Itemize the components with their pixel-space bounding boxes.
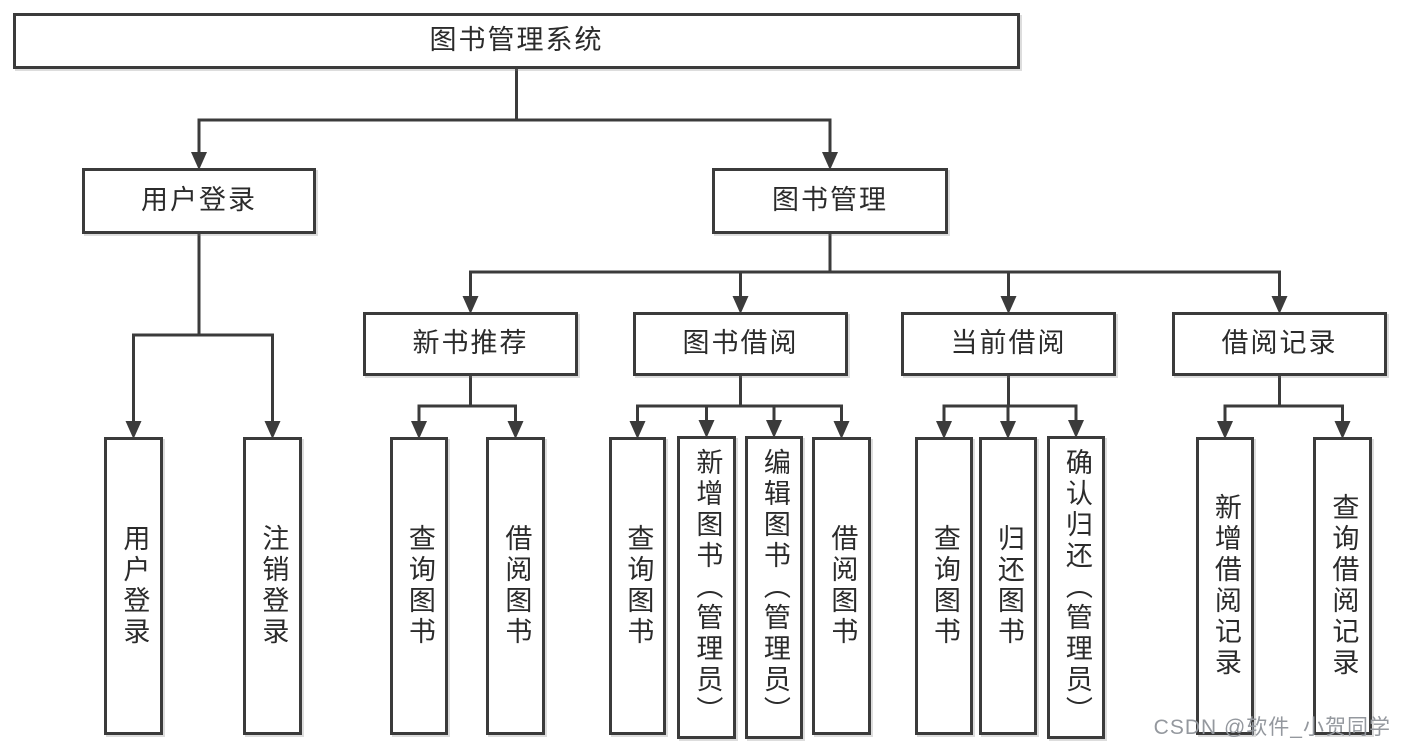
arrowhead-icon: [732, 296, 749, 314]
arrowhead-icon: [936, 421, 952, 439]
node-label-borrow-records: 借阅记录: [1221, 328, 1338, 359]
watermark: CSDN @软件_小贺同学: [1153, 716, 1391, 739]
node-label-leaf-add-borrow-record: 新增借阅记录: [1210, 493, 1241, 679]
node-label-leaf-borrow-books-borrow: 借阅图书: [827, 524, 858, 648]
arrowhead-icon: [507, 421, 524, 439]
node-label-leaf-borrow-books-recommend: 借阅图书: [501, 524, 532, 648]
node-label-book-borrow: 图书借阅: [682, 328, 799, 359]
node-label-leaf-add-books-admin: 新增图书（管理员）: [692, 448, 723, 727]
node-leaf-borrow-books-recommend: 借阅图书: [486, 437, 545, 735]
node-leaf-query-books-borrow: 查询图书: [609, 437, 666, 735]
node-leaf-edit-books-admin: 编辑图书（管理员）: [745, 436, 803, 739]
node-user-login: 用户登录: [82, 168, 316, 234]
arrowhead-icon: [1068, 420, 1084, 438]
node-label-new-book-recommend: 新书推荐: [412, 328, 529, 359]
node-label-leaf-confirm-return-admin: 确认归还（管理员）: [1061, 448, 1092, 727]
node-leaf-query-books-recommend: 查询图书: [390, 437, 448, 735]
node-root: 图书管理系统: [13, 13, 1020, 69]
node-label-user-login: 用户登录: [141, 185, 257, 216]
arrowhead-icon: [1000, 421, 1016, 439]
node-label-leaf-query-borrow-record: 查询借阅记录: [1328, 493, 1359, 679]
arrowhead-icon: [698, 420, 715, 438]
node-borrow-records: 借阅记录: [1172, 312, 1387, 376]
node-leaf-borrow-books-borrow: 借阅图书: [812, 437, 871, 735]
node-leaf-return-books: 归还图书: [979, 437, 1037, 735]
node-label-current-borrow: 当前借阅: [950, 328, 1067, 359]
node-label-leaf-query-books-borrow: 查询图书: [623, 524, 654, 648]
node-label-leaf-edit-books-admin: 编辑图书（管理员）: [759, 448, 790, 727]
arrowhead-icon: [264, 421, 281, 439]
node-leaf-query-borrow-record: 查询借阅记录: [1313, 437, 1372, 735]
node-label-leaf-query-books-current: 查询图书: [929, 524, 960, 648]
node-label-root: 图书管理系统: [429, 25, 604, 56]
arrowhead-icon: [766, 420, 782, 438]
arrowhead-icon: [1000, 296, 1017, 314]
arrowhead-icon: [833, 421, 850, 439]
arrowhead-icon: [629, 421, 646, 439]
arrowhead-icon: [1271, 296, 1288, 314]
node-book-management: 图书管理: [712, 168, 948, 234]
node-book-borrow: 图书借阅: [633, 312, 848, 376]
node-leaf-logout: 注销登录: [243, 437, 302, 735]
node-label-book-management: 图书管理: [772, 185, 888, 216]
arrowhead-icon: [822, 152, 838, 170]
arrowhead-icon: [1217, 421, 1233, 439]
arrowhead-icon: [125, 421, 142, 439]
arrowhead-icon: [1334, 421, 1351, 439]
arrowhead-icon: [411, 421, 427, 439]
node-leaf-confirm-return-admin: 确认归还（管理员）: [1047, 436, 1105, 739]
arrowhead-icon: [191, 152, 207, 170]
node-current-borrow: 当前借阅: [901, 312, 1116, 376]
node-leaf-add-borrow-record: 新增借阅记录: [1196, 437, 1254, 735]
arrowhead-icon: [462, 296, 479, 314]
node-new-book-recommend: 新书推荐: [363, 312, 578, 376]
node-label-leaf-logout: 注销登录: [258, 524, 289, 648]
node-leaf-query-books-current: 查询图书: [915, 437, 973, 735]
node-leaf-add-books-admin: 新增图书（管理员）: [677, 436, 736, 739]
node-label-leaf-return-books: 归还图书: [993, 524, 1024, 648]
node-label-leaf-query-books-recommend: 查询图书: [404, 524, 435, 648]
node-label-leaf-user-login: 用户登录: [119, 524, 150, 648]
node-leaf-user-login: 用户登录: [104, 437, 163, 735]
